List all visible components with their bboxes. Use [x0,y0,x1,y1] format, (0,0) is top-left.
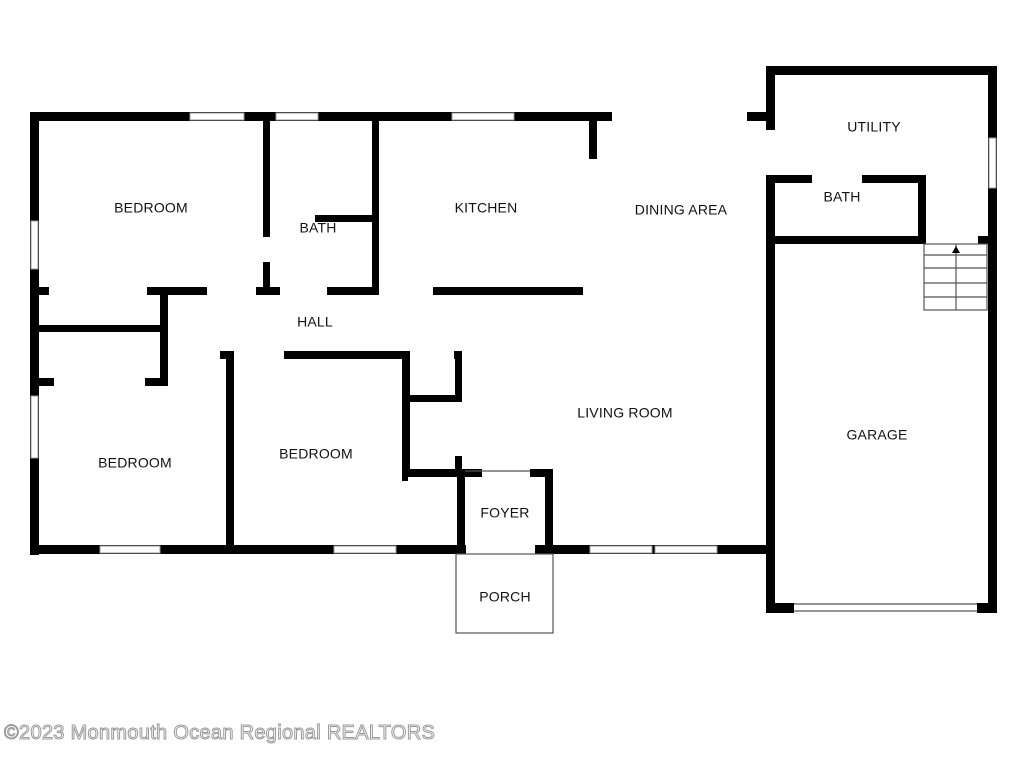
garage-walls [766,66,997,613]
room-label-hall: HALL [297,314,333,330]
garage-right-wall [988,66,997,613]
room-label-utility: UTILITY [847,119,901,135]
wall-foyer-left [457,469,465,554]
wall-bottom-left [30,545,466,554]
exterior-walls [30,112,775,555]
window [451,112,515,121]
garage-left-wall-lower [766,175,775,613]
room-label-living-room: LIVING ROOM [577,405,673,421]
wall-hall-top-2 [147,287,207,295]
wall-bed2-bed3 [226,351,234,554]
room-label-bath: BATH [299,220,336,236]
garage-divider [766,236,926,244]
room-label-bedroom: BEDROOM [114,200,188,216]
garage-top-wall [766,66,997,75]
stairs [923,243,988,311]
wall-bath-stub [315,215,379,222]
wall-foyer-right-top [530,469,552,477]
wall-closet-bottom-2 [145,378,168,386]
stairs-arrow-icon [952,246,960,253]
wall-bed1-bath [263,112,270,237]
wall-bed3-closet-lower [402,477,408,481]
bath2-top-wall-left [766,175,812,183]
wall-top [30,112,612,121]
wall-closet-right [160,287,168,385]
window [99,545,161,554]
room-label-kitchen: KITCHEN [455,200,518,216]
garage-bottom-right [977,603,997,613]
windows [30,112,997,554]
wall-foyer-right [545,469,553,554]
bath2-top-wall-right [862,175,926,183]
wall-closet-center-mid [402,395,462,402]
wall-closet-center-right [455,351,462,402]
openings [465,470,977,612]
wall-left [30,112,39,555]
room-label-bedroom: BEDROOM [279,446,353,462]
room-label-dining-area: DINING AREA [635,202,728,218]
room-label-porch: PORCH [479,589,531,605]
porch [455,553,554,634]
wall-hall-top-4 [327,287,379,295]
room-label-foyer: FOYER [480,505,529,521]
window [30,220,39,270]
wall-closet-center-left [402,351,410,477]
window [189,112,245,121]
room-label-garage: GARAGE [846,427,907,443]
room-label-bedroom: BEDROOM [98,455,172,471]
window [30,395,39,459]
wall-bath-kitchen [372,112,379,294]
wall-dining-stub [589,112,597,159]
wall-hall-bottom-2 [284,351,410,359]
bath2-right-wall [918,175,926,244]
wall-bed1-bath-lower [263,262,270,294]
window [275,112,319,121]
wall-closet-center-bottom [402,469,482,477]
copyright-watermark: ©2023 Monmouth Ocean Regional REALTORS [3,722,436,745]
wall-hall-top-3 [256,287,280,295]
garage-bottom-left [766,603,794,613]
wall-hall-top-1 [30,287,49,295]
room-label-bath-utility: BATH [823,189,860,205]
wall-closet-bottom-1 [30,378,54,386]
window [589,545,653,554]
window [654,545,718,554]
wall-closet-top [30,325,165,332]
window [333,545,397,554]
garage-left-wall-upper [766,66,775,130]
wall-kitchen-bottom [433,287,583,295]
wall-utility-stub [747,112,775,121]
wall-closet-center-lower [455,456,462,477]
interior-walls [30,112,583,554]
porch-outline [455,553,554,634]
garage-divider-right [978,236,997,244]
window [988,137,997,189]
room-labels: BEDROOM BATH KITCHEN DINING AREA UTILITY… [98,119,907,605]
